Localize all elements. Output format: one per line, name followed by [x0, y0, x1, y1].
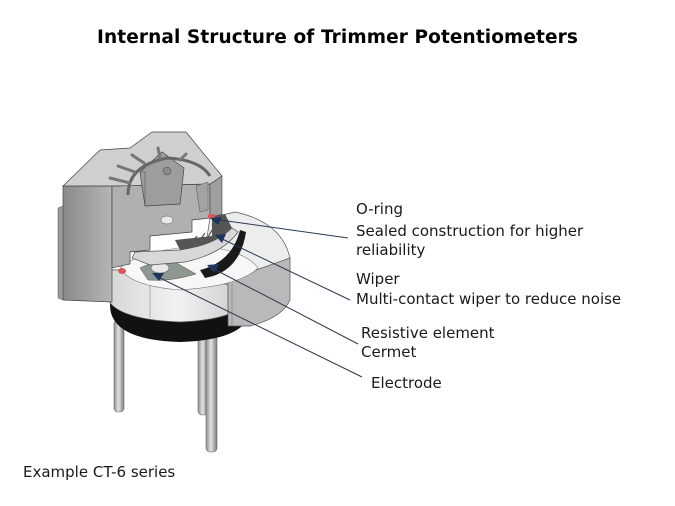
arrow-head-o-ring: [210, 217, 222, 225]
example-caption: Example CT-6 series: [23, 463, 176, 481]
callout-resistive-element: Resistive element Cermet: [361, 324, 495, 362]
callout-o-ring-desc-1: Sealed construction for higher: [356, 222, 584, 240]
left-pin: [113, 319, 125, 413]
diagram-title: Internal Structure of Trimmer Potentiome…: [97, 27, 578, 48]
callout-o-ring-desc-2: reliability: [356, 241, 426, 259]
adjustment-pin: [162, 166, 172, 176]
front-pin: [205, 319, 218, 453]
callout-wiper-title: Wiper: [356, 270, 400, 288]
shaft-bearing: [160, 215, 174, 225]
callout-resistive-title: Resistive element: [361, 324, 495, 342]
callout-o-ring: O-ring Sealed construction for higher re…: [356, 200, 583, 260]
callout-wiper-desc: Multi-contact wiper to reduce noise: [356, 290, 622, 308]
arrow-heads: [152, 217, 226, 281]
leader-line-electrode: [155, 275, 363, 378]
callout-o-ring-title: O-ring: [356, 200, 403, 218]
leader-line-o-ring: [212, 218, 349, 239]
arrow-head-electrode: [152, 273, 164, 281]
adjustment-arc: [126, 156, 212, 196]
callout-electrode: Electrode: [371, 374, 442, 393]
leader-lines: [155, 218, 363, 378]
adjustment-ribs: [108, 146, 188, 185]
housing-left-face: [62, 185, 113, 303]
leader-line-resistive-element: [211, 267, 359, 345]
leader-line-wiper: [217, 236, 351, 301]
o-ring-mark-left: [118, 268, 126, 274]
callout-wiper: Wiper Multi-contact wiper to reduce nois…: [356, 270, 621, 309]
arrow-head-resistive: [207, 264, 219, 273]
callout-resistive-desc: Cermet: [361, 343, 417, 361]
arrow-head-wiper: [215, 234, 226, 243]
callout-electrode-title: Electrode: [371, 374, 442, 392]
